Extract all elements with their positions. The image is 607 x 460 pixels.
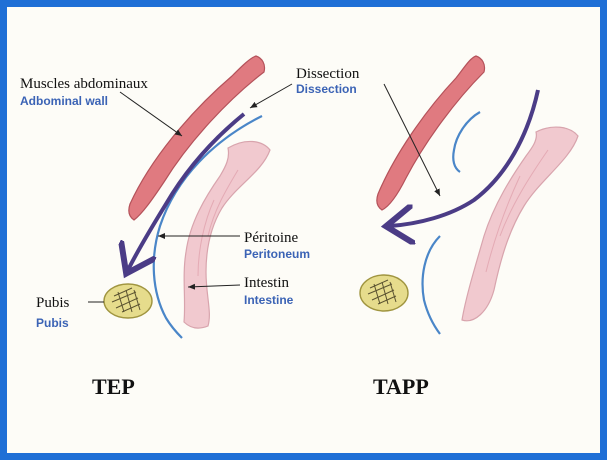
tapp-panel bbox=[360, 56, 578, 334]
label-dissection-en: Dissection bbox=[296, 82, 357, 96]
peritoneum-lower-right bbox=[423, 236, 440, 334]
label-peritoneum-en: Peritoneum bbox=[244, 247, 310, 261]
label-pubis-en: Pubis bbox=[36, 316, 69, 330]
abdominal-wall-muscle-right bbox=[377, 56, 485, 210]
peritoneum-upper-right bbox=[453, 112, 480, 172]
label-intestine-en: Intestine bbox=[244, 293, 294, 307]
pubis-bone-left bbox=[104, 284, 152, 318]
leader-muscles bbox=[120, 92, 182, 136]
abdominal-wall-muscle bbox=[129, 56, 265, 220]
label-intestin-fr: Intestin bbox=[244, 275, 289, 291]
label-peritoine-fr: Péritoine bbox=[244, 230, 298, 246]
panel-title-tep: TEP bbox=[92, 374, 135, 399]
pubis-bone-right bbox=[360, 275, 408, 311]
leader-dissection-left bbox=[250, 84, 292, 108]
label-dissection-fr: Dissection bbox=[296, 66, 360, 82]
label-muscles-en: Adbominal wall bbox=[20, 94, 108, 108]
panel-title-tapp: TAPP bbox=[373, 374, 429, 399]
intestine-shape-right bbox=[462, 127, 578, 321]
label-pubis-fr: Pubis bbox=[36, 295, 70, 311]
label-muscles-fr: Muscles abdominaux bbox=[20, 76, 148, 92]
